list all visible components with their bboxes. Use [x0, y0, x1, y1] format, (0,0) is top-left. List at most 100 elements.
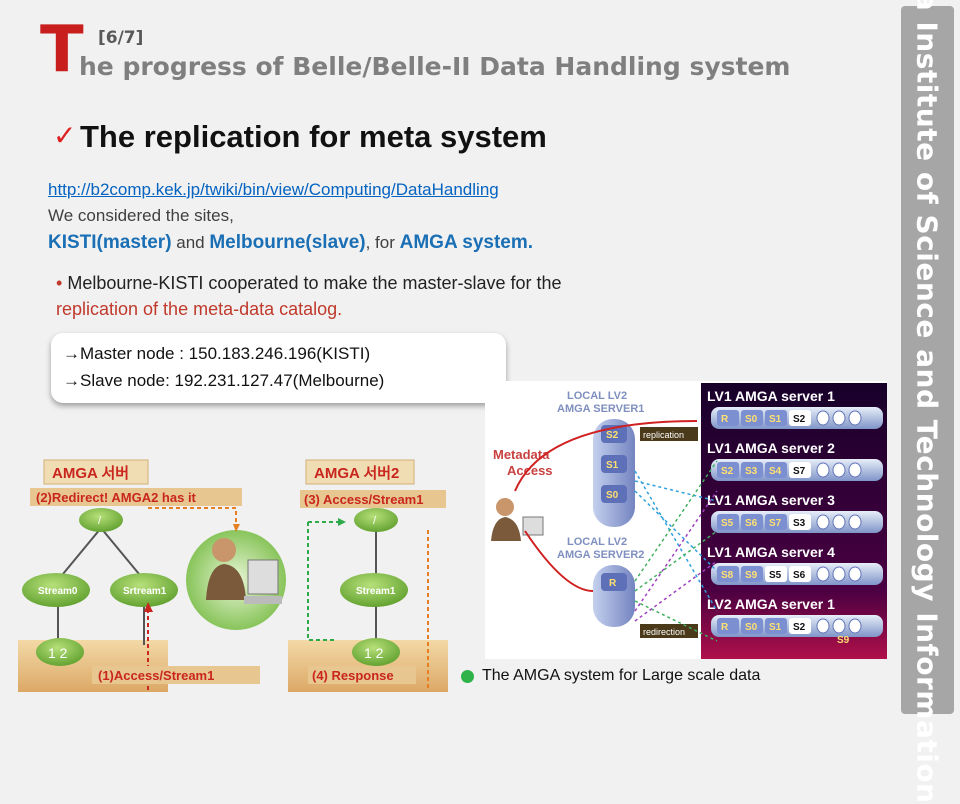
server-cell-label: S8 — [721, 570, 734, 581]
replication-label: replication — [643, 430, 684, 440]
slave-node-text: →Slave node: 192.231.127.47(Melbourne) — [63, 371, 385, 390]
step3-label: (3) Access/Stream1 — [304, 492, 423, 507]
server-cell — [741, 618, 763, 634]
root-label-1: / — [98, 515, 102, 527]
server-name: LV1 AMGA server 2 — [707, 440, 835, 456]
server-cell-label: S2 — [793, 622, 806, 633]
local2-title-a: LOCAL LV2 — [567, 536, 627, 548]
melbourne-site: Melbourne(slave) — [209, 232, 366, 253]
checkmark-icon: ✓ — [53, 119, 77, 152]
step1-label: (1)Access/Stream1 — [98, 668, 214, 683]
server-cell-label: R — [721, 622, 729, 633]
files-node-2 — [352, 638, 400, 666]
local1-title-a: LOCAL LV2 — [567, 390, 627, 402]
step4-box — [308, 666, 416, 684]
disk-icon — [832, 566, 846, 582]
server-cell — [741, 514, 763, 530]
amga-redirect-diagram: AMGA 서버 AMGA 서버2 (2)Redirect! AMGA2 has … — [18, 459, 448, 692]
disk-icon — [848, 514, 862, 530]
server-cell-label: S1 — [769, 414, 782, 425]
master-node-text: →Master node : 150.183.246.196(KISTI) — [63, 344, 371, 363]
bullet-text: Melbourne-KISTI cooperated to make the m… — [67, 273, 562, 293]
amga-system: AMGA system. — [399, 232, 534, 253]
stream1-node — [340, 573, 408, 607]
server-cell-label: S5 — [721, 518, 734, 529]
local1-cell — [601, 485, 627, 503]
local2-title-b: AMGA SERVER2 — [557, 549, 644, 561]
srtream1-node — [110, 573, 178, 607]
title-initial-letter: T — [40, 13, 84, 87]
extra-cell-label: S9 — [837, 635, 850, 646]
server-cell-label: S0 — [745, 414, 758, 425]
metadata-label-a: Metadata — [493, 447, 550, 462]
local2-cell-label: R — [609, 578, 617, 589]
local1-cell-label: S1 — [606, 460, 619, 471]
disk-icon — [848, 410, 862, 426]
server-cell-label: S6 — [745, 518, 758, 529]
files-label-2: 1 2 — [364, 645, 384, 661]
server-cell — [789, 462, 811, 478]
local1-title-b: AMGA SERVER1 — [557, 403, 644, 415]
replication-tag — [640, 427, 698, 441]
server1-label: AMGA 서버 — [52, 465, 129, 482]
slide-number: [6/7] — [98, 28, 144, 48]
server-cell-label: S7 — [769, 518, 782, 529]
disk-icon — [832, 618, 846, 634]
step3-box — [300, 490, 446, 508]
bullet-text-highlight: replication of the meta-data catalog. — [56, 299, 343, 319]
step1-box — [92, 666, 260, 684]
server-cell-label: S3 — [793, 518, 806, 529]
server-name: LV1 AMGA server 1 — [707, 388, 835, 404]
step2-box — [30, 488, 242, 506]
side-banner — [901, 6, 954, 714]
local1-cell — [601, 455, 627, 473]
server-name: LV1 AMGA server 3 — [707, 492, 835, 508]
files-label-1: 1 2 — [48, 645, 68, 661]
server-cell-label: S6 — [793, 570, 806, 581]
cooperation-bullet: • Melbourne-KISTI cooperated to make the… — [56, 270, 746, 322]
sites-intro-text: We considered the sites, — [48, 206, 234, 225]
slide-title: he progress of Belle/Belle-II Data Handl… — [79, 52, 791, 81]
disk-icon — [848, 566, 862, 582]
user-icon — [491, 498, 544, 541]
and-text: and — [171, 233, 210, 252]
server-cell — [789, 618, 811, 634]
server-cell-label: S5 — [769, 570, 782, 581]
caption-bullet-icon — [461, 670, 474, 683]
server-cell — [789, 514, 811, 530]
node-callout: →Master node : 150.183.246.196(KISTI) →S… — [51, 333, 506, 403]
server-cell — [765, 566, 787, 582]
disk-icon — [848, 618, 862, 634]
redirection-label: redirection — [643, 627, 685, 637]
server-cell — [741, 462, 763, 478]
server-cell-label: S0 — [745, 622, 758, 633]
server-cell — [717, 410, 739, 426]
user-at-computer-icon — [206, 538, 282, 604]
bullet-dot: • — [56, 273, 63, 293]
disk-icon — [816, 514, 830, 530]
disk-icon — [832, 514, 846, 530]
disk-icon — [816, 410, 830, 426]
server-cell — [765, 410, 787, 426]
server-name: LV2 AMGA server 1 — [707, 596, 835, 612]
server-cell-label: S9 — [745, 570, 758, 581]
server-cell — [765, 618, 787, 634]
files-node-1 — [36, 638, 84, 666]
server1-label-box — [43, 459, 149, 485]
redirection-tag — [640, 624, 698, 638]
section-title: The replication for meta system — [80, 119, 547, 154]
local1-cell-label: S2 — [606, 430, 619, 441]
kisti-site: KISTI(master) — [48, 232, 172, 253]
server-cell — [765, 462, 787, 478]
server-cell — [717, 566, 739, 582]
server2-label: AMGA 서버2 — [314, 465, 399, 482]
srtream1-label: Srtream1 — [123, 586, 167, 597]
stream1-label: Stream1 — [356, 586, 396, 597]
disk-icon — [832, 462, 846, 478]
server-cell-label: S7 — [793, 466, 806, 477]
data-handling-link[interactable]: http://b2comp.kek.jp/twiki/bin/view/Comp… — [48, 180, 499, 199]
disk-icon — [816, 462, 830, 478]
